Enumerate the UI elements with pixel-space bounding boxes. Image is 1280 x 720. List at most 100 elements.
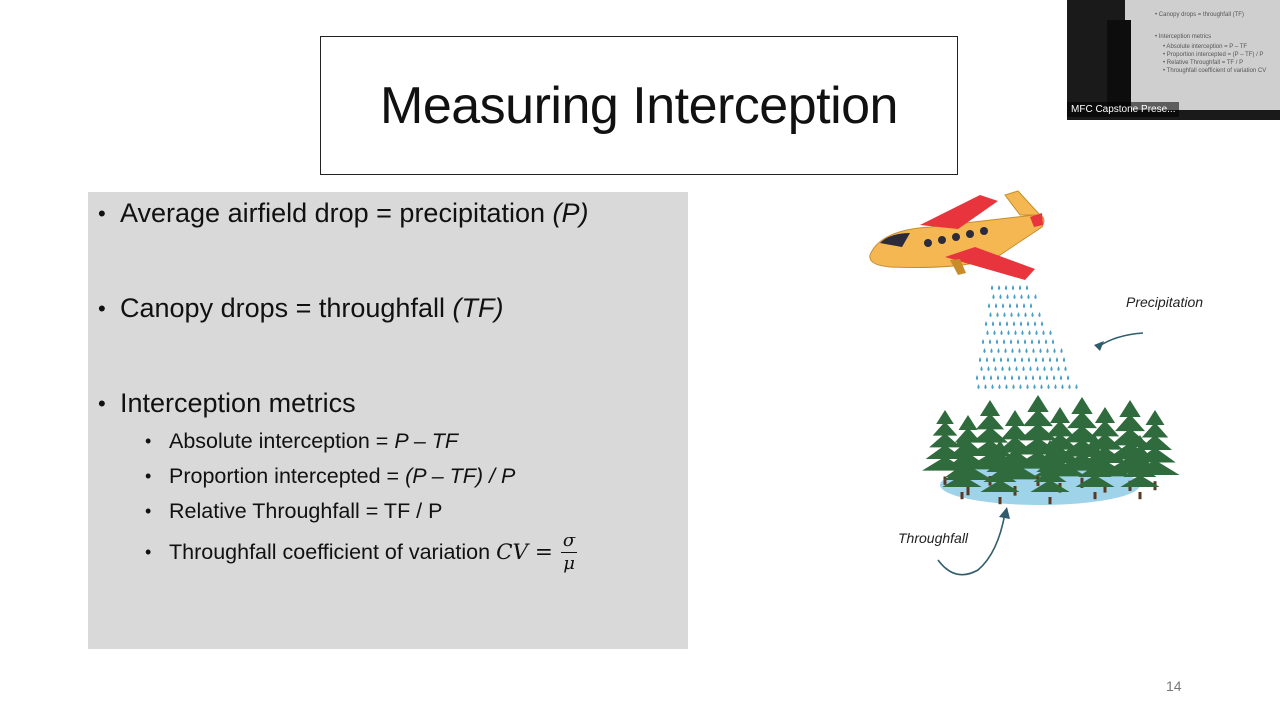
raindrop-icon [1020,357,1024,362]
raindrop-icon [1017,375,1021,380]
sub-bullet-text: Absolute interception = [169,429,389,453]
raindrop-icon [989,312,992,317]
thumbnail-text-line: • Canopy drops = throughfall (TF) [1155,12,1244,18]
slide-title: Measuring Interception [380,76,898,135]
raindrop-icon [1026,321,1030,326]
raindrop-icon [991,321,995,326]
raindrop-icon [1007,330,1010,335]
raindrop-icon [1027,357,1031,362]
raindrop-icon [989,375,993,380]
raindrop-icon [986,330,989,335]
raindrop-icon [984,384,987,389]
raindrop-icon [991,384,994,389]
raindrop-icon [1012,384,1015,389]
thumbnail-label: MFC Capstone Prese... [1067,102,1180,117]
bullet-precipitation: • Average airfield drop = precipitation … [98,198,589,229]
arrow-head-icon [1094,341,1104,351]
sub-bullet-cv: • Throughfall coefficient of variation C… [145,532,578,573]
raindrop-icon [1024,375,1028,380]
tree-trunk [998,497,1002,505]
raindrop-icon [1018,348,1021,353]
raindrop-icon [1033,384,1036,389]
bullet-throughfall: • Canopy drops = throughfall (TF) [98,293,503,324]
raindrop-icon [1045,375,1049,380]
raindrop-icon [1001,366,1004,371]
interception-illustration: Precipitation Throughfall [850,185,1230,585]
raindrop-icon [1002,339,1006,344]
sub-bullet-text: Relative Throughfall = TF / P [169,499,443,523]
raindrop-icon [975,375,979,380]
throughfall-label: Throughfall [898,530,969,546]
raindrop-icon [1040,384,1043,389]
raindrop-icon [988,339,992,344]
raindrop-icon [999,357,1003,362]
raindrop-icon [995,339,999,344]
raindrop-icon [1032,348,1035,353]
thumbnail-text-line: • Absolute interception = P – TF [1163,44,1248,50]
tree-trunk [943,476,947,485]
raindrop-icon [1037,339,1041,344]
sub-bullet-relative: • Relative Throughfall = TF / P [145,499,442,524]
cv-formula-lhs: CV = [496,540,553,565]
raindrop-icon [1029,366,1032,371]
sub-bullet-text: Proportion intercepted = [169,464,400,488]
throughfall-arrow-icon [937,512,1006,576]
raindrop-icon [1046,348,1049,353]
video-thumbnail[interactable]: • Canopy drops = throughfall (TF) • Inte… [1067,0,1280,120]
bullet-dot: • [98,200,106,226]
sub-bullet-dot: • [145,466,152,486]
raindrop-icon [997,348,1000,353]
bullet-metrics: • Interception metrics [98,388,356,419]
raindrop-icon [1021,330,1024,335]
raindrop-icon [1060,348,1063,353]
raindrop-icon [996,375,1000,380]
raindrop-icon [981,339,985,344]
raindrop-icon [1042,330,1045,335]
raindrop-icon [1053,348,1056,353]
raindrop-icon [1014,330,1017,335]
bullet-var: (TF) [452,293,504,323]
raindrop-icon [1075,384,1078,389]
arrow-head-icon [999,507,1010,519]
raindrop-icon [1017,312,1020,317]
raindrop-icon [1009,339,1013,344]
raindrop-icon [1030,339,1034,344]
tree-icon [980,440,1020,492]
raindrop-icon [996,312,999,317]
tree-trunk [1103,483,1107,493]
raindrop-icon [1008,366,1011,371]
raindrop-icon [1024,312,1027,317]
raindrop-icon [1019,321,1023,326]
raindrop-icon [1020,294,1023,299]
raindrop-icon [1035,330,1038,335]
raindrop-icon [1004,285,1008,290]
raindrop-icon [1031,375,1035,380]
sub-bullet-dot: • [145,501,152,521]
raindrop-icon [1015,366,1018,371]
raindrop-icon [998,321,1002,326]
raindrop-icon [984,321,988,326]
raindrop-icon [998,384,1001,389]
raindrop-icon [1005,384,1008,389]
raindrop-icon [993,330,996,335]
bullet-text: Average airfield drop = precipitation [120,198,546,228]
precipitation-arrow-icon [1097,332,1144,348]
raindrop-icon [1062,357,1066,362]
sub-bullet-expr: P – TF [394,429,459,453]
raindrop-icon [978,357,982,362]
raindrop-icon [1011,348,1014,353]
raindrop-icon [1018,285,1022,290]
raindrop-icon [980,366,983,371]
thumbnail-text-line: • Throughfall coefficient of variation C… [1163,68,1267,74]
tree-icon [1030,440,1070,492]
raindrop-icon [983,348,986,353]
tree-trunk [960,492,964,500]
raindrop-icon [977,384,980,389]
raindrop-icon [1033,321,1037,326]
sub-bullet-dot: • [145,431,152,451]
raindrop-icon [1013,357,1017,362]
raindrop-icon [990,285,994,290]
raindrop-icon [1012,321,1016,326]
bullet-dot: • [98,295,106,321]
raindrop-icon [1036,366,1039,371]
